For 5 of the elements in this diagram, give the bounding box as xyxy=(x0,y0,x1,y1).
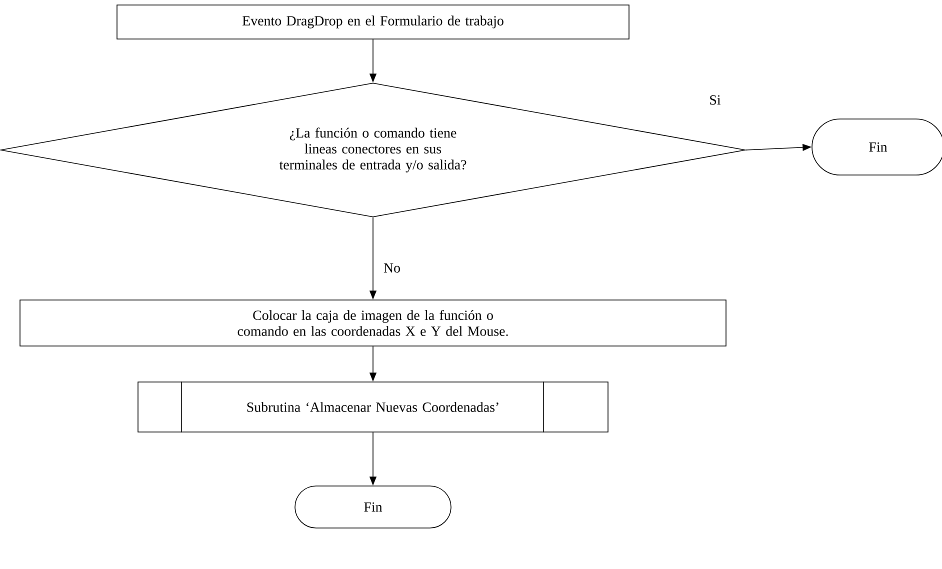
edge-label: No xyxy=(382,262,402,274)
subroutine-box: Subrutina ‘Almacenar Nuevas Coordenadas’ xyxy=(138,381,608,433)
process-box: Colocar la caja de imagen de la función o comando en las coordenadas X e Y del Mouse. xyxy=(20,300,726,346)
edge-label: Si xyxy=(708,94,722,106)
process-box: Evento DragDrop en el Formulario de trabajo xyxy=(116,4,630,40)
